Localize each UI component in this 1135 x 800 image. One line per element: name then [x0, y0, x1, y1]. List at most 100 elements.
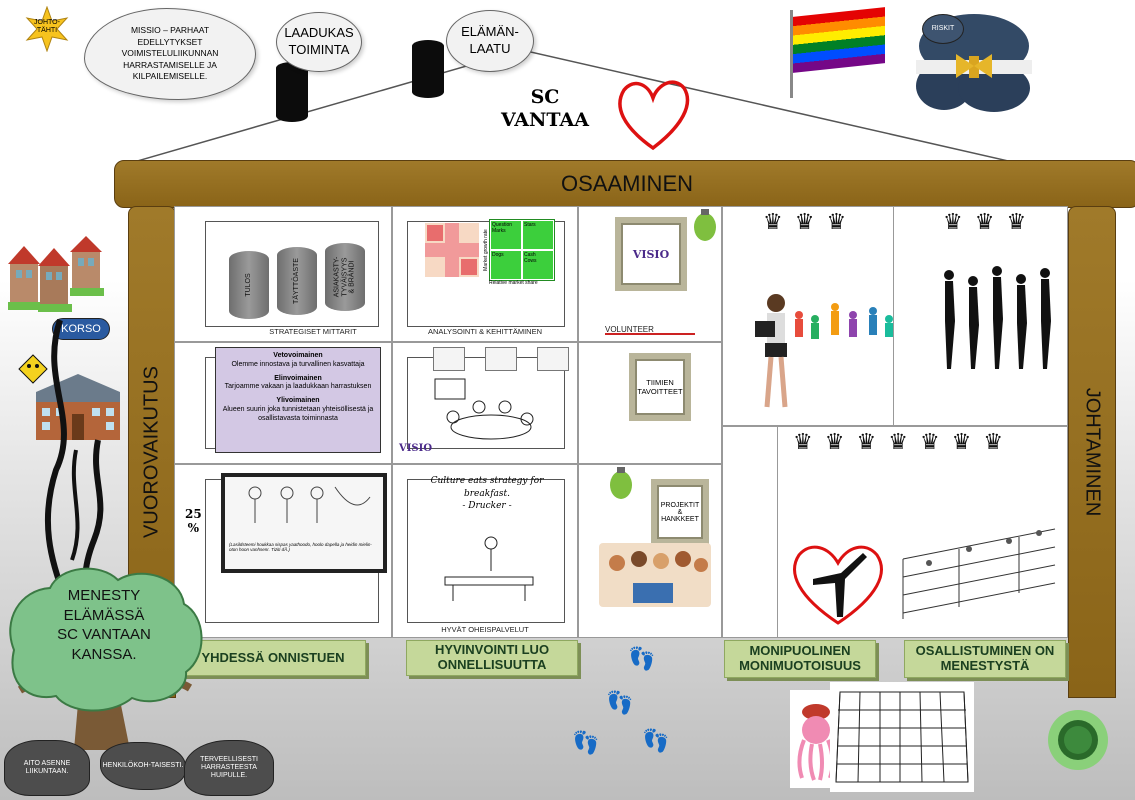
crown-icon: ♛ — [793, 429, 813, 454]
crown-icon: ♛ — [983, 429, 1004, 454]
crowns-bottom: ♛ ♛ ♛ ♛ ♛ ♛ ♛ — [787, 429, 1009, 455]
recycle-globe-icon — [1048, 710, 1108, 770]
osaaminen-title: OSAAMINEN — [560, 171, 694, 196]
comic-panel: (Lasildsteemi houkkaa sispas yaathoodo, … — [221, 473, 387, 573]
cylinder-label: TÄYTTÖASTE — [293, 258, 301, 304]
percent-text: 25 % — [185, 507, 202, 535]
diverse-people-icon — [795, 303, 893, 339]
crown-icon: ♛ — [943, 209, 963, 234]
right-pillar: JOHTAMINEN — [1068, 206, 1116, 698]
crown-icon: ♛ — [1006, 209, 1027, 234]
culture-quote-author: - Drucker - — [462, 501, 512, 512]
bcg-dogs: Dogs — [490, 250, 522, 280]
crown-icon: ♛ — [763, 209, 783, 234]
certificate-icon — [485, 347, 517, 371]
root-stone: AITO ASENNE LIIKUNTAAN. — [4, 740, 90, 796]
cell-diversity: ♛♛♛ ♛♛♛ — [722, 206, 1068, 426]
crown-icon: ♛ — [856, 429, 877, 454]
bcg-matrix: Question Marks Stars Dogs Cash Cows — [489, 219, 555, 281]
label-diverse: MONIPUOLINEN MONIMUOTOISUUS — [724, 640, 876, 678]
certificate-icon — [433, 347, 465, 371]
quality-bubble-text: LAADUKAS TOIMINTA — [284, 25, 354, 57]
value-title: Elinvoimainen — [274, 374, 322, 382]
chimney-left — [276, 62, 308, 122]
culture-quote: Culture eats strategy for breakfast. - D… — [407, 475, 567, 513]
room-divider — [777, 427, 778, 637]
room-divider — [893, 207, 894, 425]
heart-icon — [618, 80, 690, 151]
dancers-silhouette-icon — [944, 266, 1051, 369]
certificate-icon — [537, 347, 569, 371]
risks-tag: RISKIT — [922, 14, 964, 44]
projects-text: PROJEKTIT & HANKKEET — [660, 501, 700, 523]
team-photo-icon — [599, 543, 711, 607]
comic-caption: (Lasildsteemi houkkaa sispas yaathoodo, … — [229, 542, 372, 553]
cell-comic: 25 % (Lasildsteemi houkkaa sispas yaatho… — [174, 464, 392, 638]
tree-icon — [9, 567, 203, 750]
gymnast-heart-icon — [793, 545, 883, 625]
value-text: Tarjoamme vakaan ja laadukkaan harrastuk… — [224, 383, 372, 391]
visio-frame: VISIO — [615, 217, 687, 291]
team-goals-text: TIIMIEN TAVOITTEET — [637, 378, 683, 396]
value-title: Vetovoimainen — [273, 352, 323, 359]
cell-strategic: TULOS TÄYTTÖASTE ASIAKASTY- TYVÄISYYS & … — [174, 206, 392, 342]
values-box: Vetovoimainen Olemme innostava ja turval… — [215, 347, 381, 453]
bcg-y-axis: Market growth rate — [482, 229, 489, 271]
value-title: Ylivoimainen — [276, 397, 320, 404]
value-text: Olemme innostava ja turvallinen kasvatta… — [231, 360, 365, 368]
net-icon — [830, 682, 974, 792]
roof-title: SC VANTAA — [480, 86, 610, 132]
cell-values: Vetovoimainen Olemme innostava ja turval… — [174, 342, 392, 464]
bleachers-sketch-icon — [902, 528, 1056, 619]
volunteer-banner: VOLUNTEER — [605, 319, 695, 335]
label-participation: OSALLISTUMINEN ON MENESTYSTÄ — [904, 640, 1066, 678]
cylinder-result: TULOS — [229, 251, 269, 319]
school-building-icon — [36, 374, 120, 440]
school-sign-icon — [18, 354, 48, 384]
guiding-star-icon: JOHTO- TÄHTI — [24, 5, 70, 53]
cell-team-goals: TIIMIEN TAVOITTEET — [578, 342, 722, 464]
footprints-icon: 👣 — [628, 646, 656, 671]
cell-visio: VISIO VOLUNTEER — [578, 206, 722, 342]
cell-room — [407, 357, 565, 449]
massage-sketch-icon — [444, 536, 534, 601]
crowns-right: ♛♛♛ — [937, 209, 1032, 235]
rainbow-flag-icon — [793, 7, 885, 73]
wellbeing-bubble: ELÄMÄN- LAATU — [446, 10, 534, 72]
cell-projects: PROJEKTIT & HANKKEET — [578, 464, 722, 638]
left-pillar-label: VUOROVAIKUTUS — [140, 366, 163, 538]
label-together: YHDESSÄ ONNISTUEN — [180, 640, 366, 676]
projects-frame: PROJEKTIT & HANKKEET — [651, 479, 709, 545]
crown-icon: ♛ — [919, 429, 940, 454]
visio-frame-text: VISIO — [632, 247, 670, 261]
bcg-question-marks: Question Marks — [490, 220, 522, 250]
crown-icon: ♛ — [951, 429, 972, 454]
crown-icon: ♛ — [794, 209, 815, 234]
footprints-icon: 👣 — [606, 690, 634, 715]
cylinder-occupancy: TÄYTTÖASTE — [277, 247, 317, 315]
crown-icon: ♛ — [824, 429, 845, 454]
culture-quote-line: Culture eats strategy for — [430, 476, 544, 486]
roof-title-line2: VANTAA — [501, 108, 589, 131]
quality-bubble: LAADUKAS TOIMINTA — [276, 12, 362, 72]
volunteer-text: VOLUNTEER — [605, 325, 654, 334]
analysis-caption: ANALYSOINTI & KEHITTÄMINEN — [427, 327, 543, 336]
lightbulb-icon — [610, 467, 632, 499]
root-stone: HENKILÖKOH-TAISESTI. — [100, 742, 186, 790]
services-caption: HYVÄT OHEISPALVELUT — [441, 625, 529, 634]
comic-sketch-icon — [248, 486, 371, 523]
bcg-cash-cows: Cash Cows — [522, 250, 554, 280]
bcg-stars: Stars — [522, 220, 554, 250]
crown-icon: ♛ — [888, 429, 908, 454]
osaaminen-beam: OSAAMINEN — [114, 160, 1135, 208]
cell-culture: Culture eats strategy for breakfast. - D… — [392, 464, 578, 638]
label-wellbeing: HYVINVOINTI LUO ONNELLISUUTTA — [406, 640, 578, 676]
lightbulb-icon — [694, 209, 716, 241]
value-text: Alueen suurin joka tunnistetaan yhteisöl… — [222, 405, 374, 422]
mission-cloud: MISSIO – PARHAAT EDELLYTYKSET VOIMISTELU… — [84, 8, 256, 100]
cylinder-satisfaction: ASIAKASTY- TYVÄISYYS & BRÄNDI — [325, 243, 365, 311]
korso-badge: KORSO — [52, 318, 110, 340]
meeting-sketch-icon — [434, 378, 534, 440]
flag-pole — [790, 10, 793, 98]
strategic-caption: STRATEGISET MITTARIT — [269, 327, 357, 336]
